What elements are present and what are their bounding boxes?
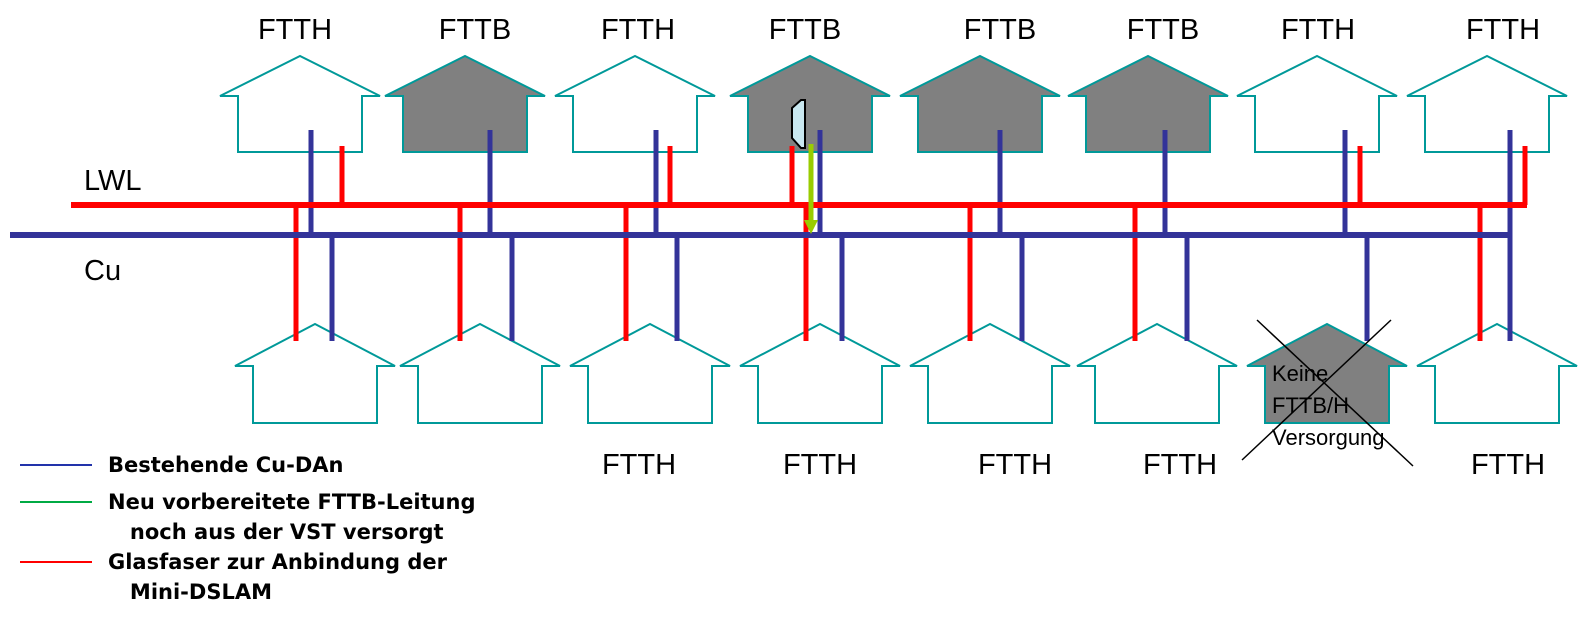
lwl-label: LWL	[84, 165, 141, 197]
top-house-2	[384, 54, 546, 153]
top-house-label-1: FTTH	[258, 14, 332, 46]
bottom-house-5	[909, 322, 1071, 424]
drop-lines	[293, 130, 1528, 341]
unsupplied-note-line-3: Versorgung	[1272, 425, 1385, 450]
legend-item-copper: Bestehende Cu-DAn	[18, 448, 578, 485]
legend: Bestehende Cu-DAn Neu vorbereitete FTTB-…	[18, 448, 578, 605]
legend-swatch-copper	[20, 464, 92, 466]
top-house-label-2: FTTB	[439, 14, 512, 46]
bottom-house-4	[739, 322, 901, 424]
top-house-7	[1236, 54, 1398, 153]
cross-line-2	[1241, 319, 1392, 461]
bottom-house-label-4: FTTH	[783, 449, 857, 481]
legend-swatch-fiber	[20, 561, 92, 563]
bottom-house-label-8: FTTH	[1471, 449, 1545, 481]
top-house-label-4: FTTB	[769, 14, 842, 46]
top-house-8	[1406, 54, 1568, 153]
mini-dslam-icon	[791, 99, 806, 149]
bottom-house-1	[234, 322, 396, 424]
legend-swatch-prepared	[20, 501, 92, 503]
top-house-label-6: FTTB	[1127, 14, 1200, 46]
prepared-line-arrow-icon	[804, 220, 818, 234]
bottom-house-6	[1076, 322, 1238, 424]
unsupplied-note-line-1: Keine	[1272, 361, 1328, 386]
bottom-house-labels: FTTH FTTH FTTH FTTH FTTH	[602, 449, 1545, 481]
legend-text-fiber: Glasfaser zur Anbindung der Mini-DSLAM	[108, 550, 447, 604]
bottom-house-label-5: FTTH	[978, 449, 1052, 481]
top-house-3	[554, 54, 716, 153]
bottom-house-3	[569, 322, 731, 424]
bottom-house-8	[1416, 322, 1578, 424]
top-house-label-7: FTTH	[1281, 14, 1355, 46]
legend-text-copper: Bestehende Cu-DAn	[108, 453, 344, 477]
top-house-labels: FTTH FTTB FTTH FTTB FTTB FTTB FTTH FTTH	[258, 14, 1540, 46]
bottom-houses	[234, 322, 1578, 424]
top-house-label-8: FTTH	[1466, 14, 1540, 46]
cu-label: Cu	[84, 255, 121, 287]
bottom-house-label-3: FTTH	[602, 449, 676, 481]
top-house-label-5: FTTB	[964, 14, 1037, 46]
top-house-1	[219, 54, 381, 153]
bottom-house-2	[399, 322, 561, 424]
legend-item-prepared: Neu vorbereitete FTTB-Leitung noch aus d…	[18, 485, 578, 545]
unsupplied-note-line-2: FTTB/H	[1272, 393, 1349, 418]
top-house-4	[729, 54, 891, 153]
top-house-label-3: FTTH	[601, 14, 675, 46]
legend-item-fiber: Glasfaser zur Anbindung der Mini-DSLAM	[18, 545, 578, 605]
bottom-house-label-6: FTTH	[1143, 449, 1217, 481]
cross-line-1	[1256, 319, 1414, 467]
top-houses	[219, 54, 1568, 153]
top-house-5	[899, 54, 1061, 153]
legend-text-prepared: Neu vorbereitete FTTB-Leitung noch aus d…	[108, 490, 476, 544]
top-house-6	[1067, 54, 1229, 153]
cables	[10, 202, 1527, 238]
